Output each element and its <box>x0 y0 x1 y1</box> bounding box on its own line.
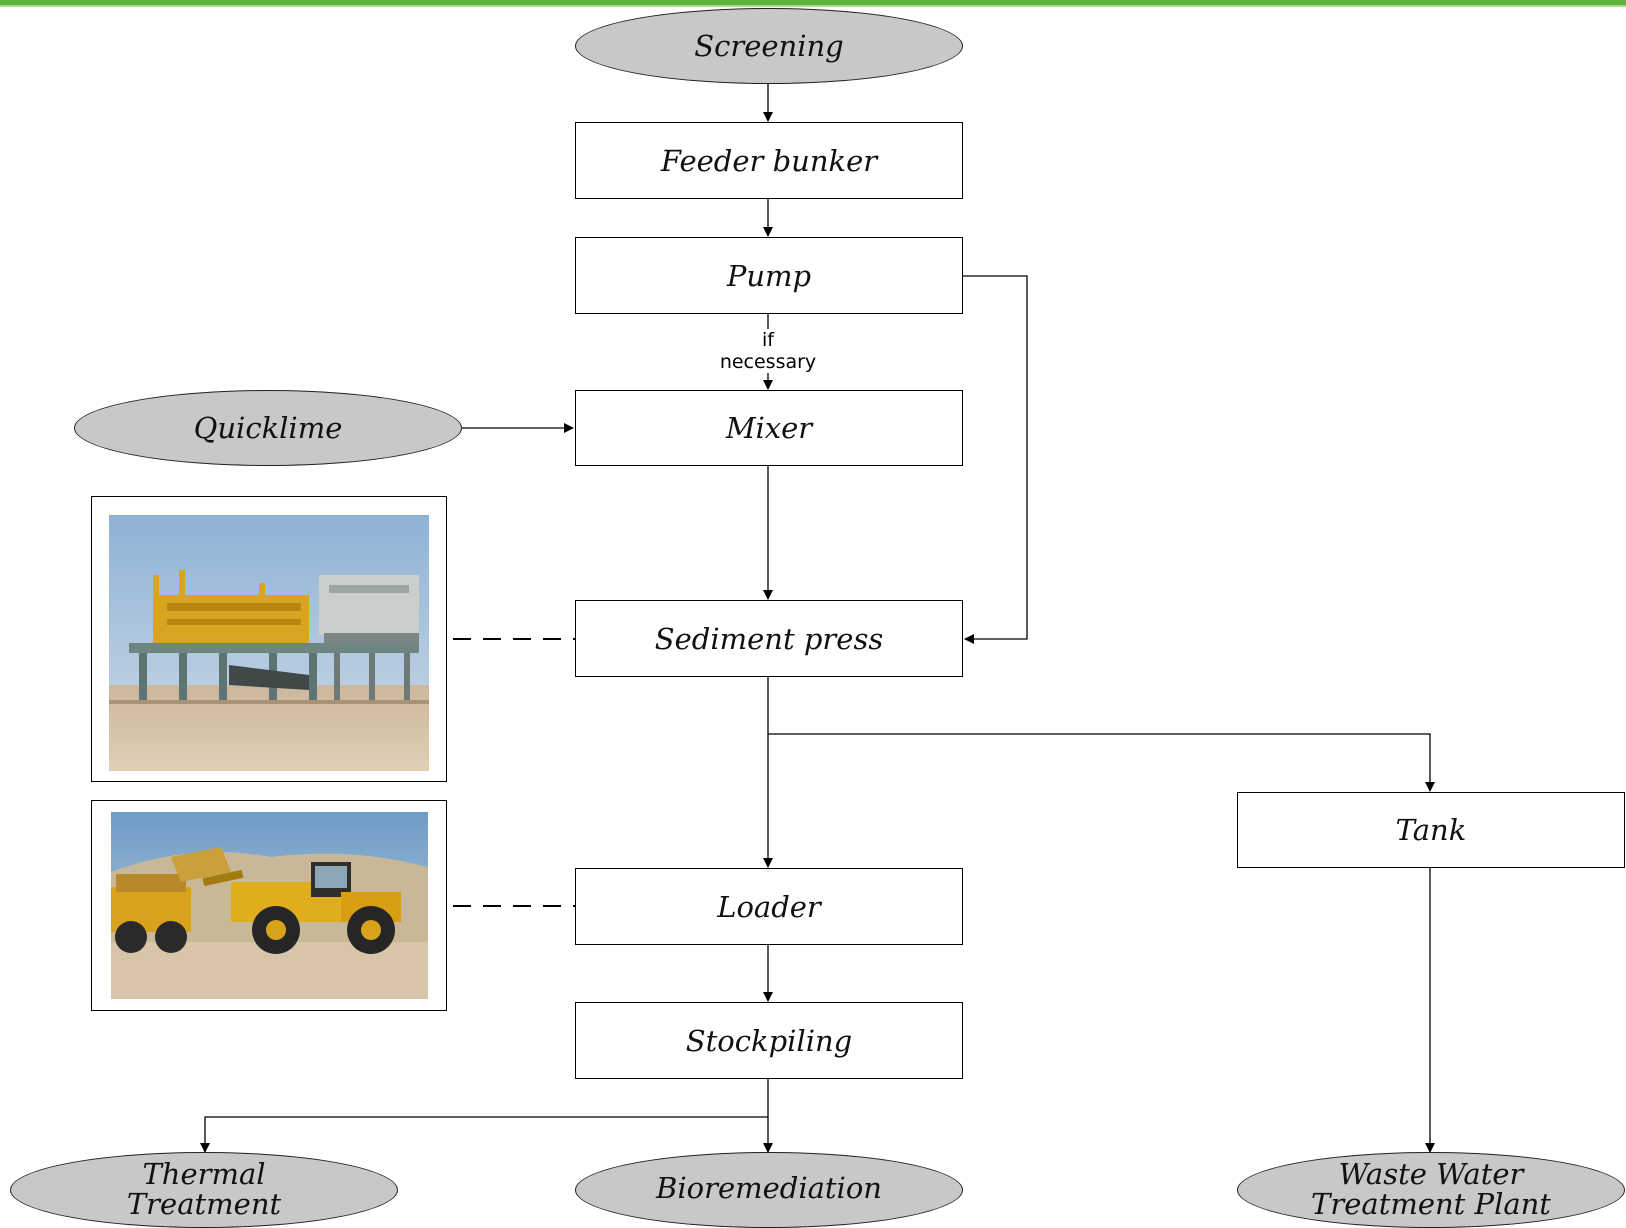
loader-photo-frame <box>91 800 447 1011</box>
top-accent-rule <box>0 0 1626 5</box>
arrow-pump-bypass-to-press <box>963 275 1028 644</box>
node-stockpiling: Stockpiling <box>575 1002 963 1079</box>
node-loader: Loader <box>575 868 963 945</box>
node-thermal-treatment-label-2: Treatment <box>126 1187 282 1221</box>
sediment-press-plant-photo <box>109 515 429 771</box>
node-wwtp-label-1: Waste Water <box>1338 1157 1524 1191</box>
top-accent-rule-shadow <box>0 5 1626 7</box>
node-mixer: Mixer <box>575 390 963 466</box>
node-waste-water-treatment-plant: Waste Water Treatment Plant <box>1237 1152 1625 1228</box>
node-feeder-bunker-label: Feeder bunker <box>660 143 878 178</box>
sediment-press-photo-frame <box>91 496 447 782</box>
node-sediment-press-label: Sediment press <box>654 621 884 656</box>
arrow-stockpiling-to-thermal <box>200 1116 768 1153</box>
arrow-press-to-tank <box>768 733 1435 792</box>
node-mixer-label: Mixer <box>725 411 813 445</box>
node-wwtp-label-2: Treatment Plant <box>1311 1187 1551 1221</box>
node-thermal-treatment-label-1: Thermal <box>142 1157 266 1191</box>
node-tank-label: Tank <box>1395 813 1467 847</box>
node-pump: Pump <box>575 237 963 314</box>
node-screening: Screening <box>575 8 963 84</box>
node-bioremediation-label: Bioremediation <box>656 1171 882 1205</box>
node-feeder-bunker: Feeder bunker <box>575 122 963 199</box>
node-tank: Tank <box>1237 792 1625 868</box>
node-stockpiling-label: Stockpiling <box>685 1023 853 1058</box>
node-loader-label: Loader <box>717 889 821 924</box>
node-pump-label: Pump <box>726 258 812 293</box>
node-screening-label: Screening <box>694 29 844 63</box>
node-quicklime-label: Quicklime <box>193 411 343 445</box>
node-quicklime: Quicklime <box>74 390 462 466</box>
wheel-loader-photo <box>111 812 428 999</box>
node-thermal-treatment: Thermal Treatment <box>10 1152 398 1228</box>
node-sediment-press: Sediment press <box>575 600 963 677</box>
node-bioremediation: Bioremediation <box>575 1152 963 1228</box>
